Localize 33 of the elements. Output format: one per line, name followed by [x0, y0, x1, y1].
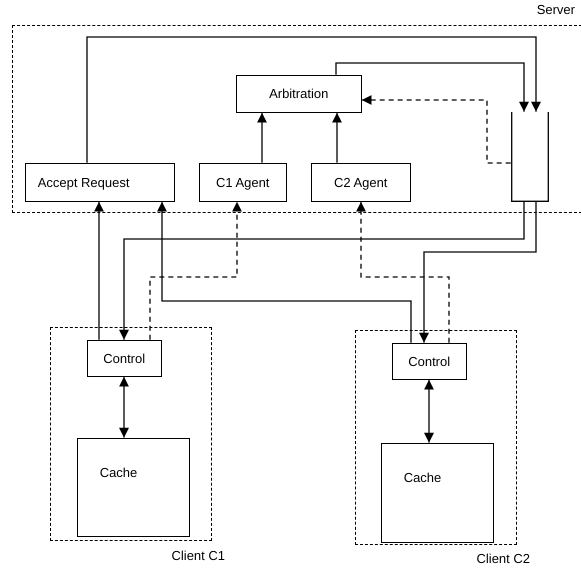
box-label: Cache: [100, 464, 138, 480]
arrow: [257, 112, 267, 163]
group-heading: Server: [536, 2, 575, 17]
box-label: Control: [103, 350, 146, 366]
box-label: C1 Agent: [216, 174, 270, 190]
arrow: [362, 95, 511, 164]
arrow: [119, 376, 129, 438]
process-box: [198, 162, 287, 202]
arrow: [94, 202, 104, 340]
box-label: Control: [408, 354, 450, 369]
queue-symbol: [510, 112, 549, 202]
box-label: Arbitration: [269, 86, 328, 102]
arrow: [335, 62, 529, 112]
process-box: [392, 342, 467, 380]
arrow: [149, 202, 242, 340]
cache-box: [76, 438, 190, 537]
arrow: [119, 202, 525, 340]
group-heading: Client C2: [476, 551, 530, 566]
box-label: Accept Request: [38, 174, 130, 190]
arrow: [424, 380, 434, 443]
box-label: Cache: [404, 470, 442, 485]
arrow: [356, 202, 450, 343]
group-heading: Client C1: [172, 548, 225, 563]
cache-box: [380, 442, 494, 543]
process-box: [310, 162, 411, 202]
arrow: [419, 202, 537, 343]
process-box: [236, 74, 362, 113]
process-box: [86, 340, 162, 377]
arrow: [157, 202, 412, 343]
arrow: [86, 36, 541, 163]
box-label: C2 Agent: [334, 174, 388, 190]
arrow: [332, 112, 342, 163]
process-box: [24, 162, 175, 202]
